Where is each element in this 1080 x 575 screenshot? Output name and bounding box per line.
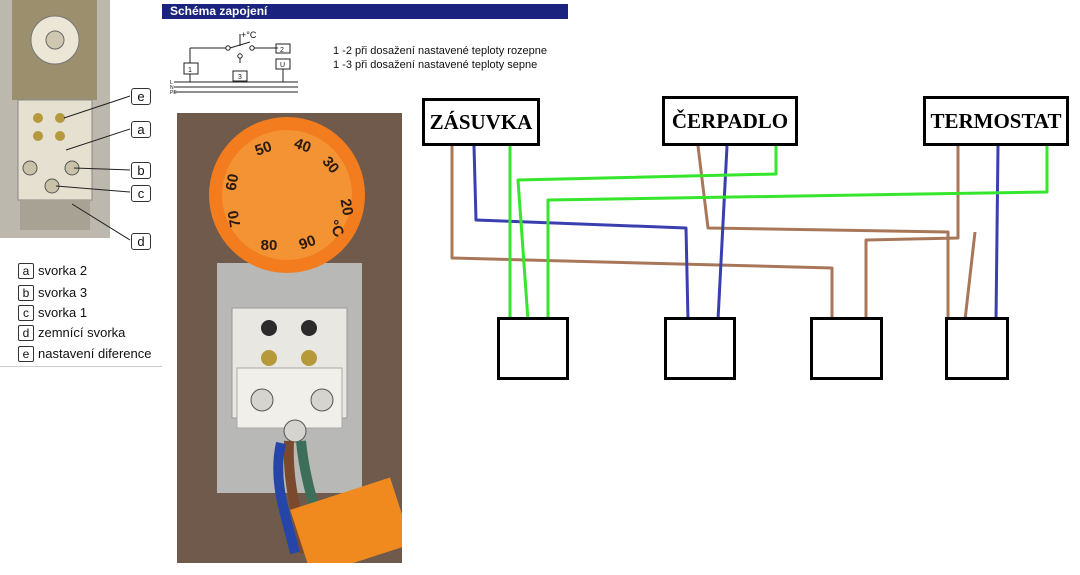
terminal-box-4 [945, 317, 1009, 380]
dial-tick-80: 80 [261, 237, 278, 254]
terminal-1: 1 [188, 67, 192, 74]
dial-tick-60: 60 [223, 173, 243, 192]
dial-tick-70: 70 [225, 209, 245, 228]
callout-a: a [131, 121, 151, 138]
dial-tick-90: 90 [297, 232, 318, 254]
wire-blue-thermostat [994, 145, 1000, 321]
wire-green-pump [516, 146, 778, 321]
dial-tick-50: 50 [253, 138, 274, 160]
terminal-box-1 [497, 317, 569, 380]
device-illustration [0, 0, 110, 238]
note-line-2: 1 -3 při dosažení nastavené teploty sepn… [333, 59, 538, 71]
bus-label-l: L [170, 80, 173, 86]
callout-leaders [55, 95, 131, 241]
bus-label-n: N [170, 85, 174, 91]
divider [0, 366, 162, 367]
terminal-2: 2 [280, 47, 284, 54]
wire-brown-pump [696, 145, 950, 320]
terminal-box-2 [664, 317, 736, 380]
thermostat-photo: 20 30 40 50 60 70 80 90 °C [177, 113, 402, 563]
note-line-1: 1 -2 při dosažení nastavené teploty roze… [333, 45, 548, 57]
wire-brown-thermo-box [963, 231, 977, 321]
terminal-u: U [280, 62, 285, 69]
terminal-3: 3 [238, 74, 242, 81]
schema-header: Schéma zapojení [162, 4, 568, 19]
thermostat-label-box: TERMOSTAT [923, 96, 1069, 146]
callout-b: b [131, 162, 151, 179]
wire-brown-socket [450, 146, 834, 320]
dial-tick-40: 40 [292, 135, 313, 157]
temp-label: +°C [241, 30, 257, 40]
callout-c: c [131, 185, 151, 202]
wire-blue-pump [716, 145, 729, 321]
bus-label-pe: PE [170, 90, 177, 96]
terminal-box-3 [810, 317, 883, 380]
wire-blue-socket [472, 145, 690, 321]
wire-green-thermostat [546, 146, 1049, 320]
callout-d: d [131, 233, 151, 250]
dial-tick-20: 20 [337, 198, 357, 217]
thermostat-device-photo [0, 0, 110, 238]
dial-unit: °C [324, 217, 347, 240]
callout-e: e [131, 88, 151, 105]
pump-label-box: ČERPADLO [662, 96, 798, 146]
circuit-schematic: +°C 1 2 3 U L N PE [170, 30, 298, 96]
photo-illustration: 20 30 40 50 60 70 80 90 °C [177, 113, 402, 563]
socket-label-box: ZÁSUVKA [422, 98, 540, 146]
